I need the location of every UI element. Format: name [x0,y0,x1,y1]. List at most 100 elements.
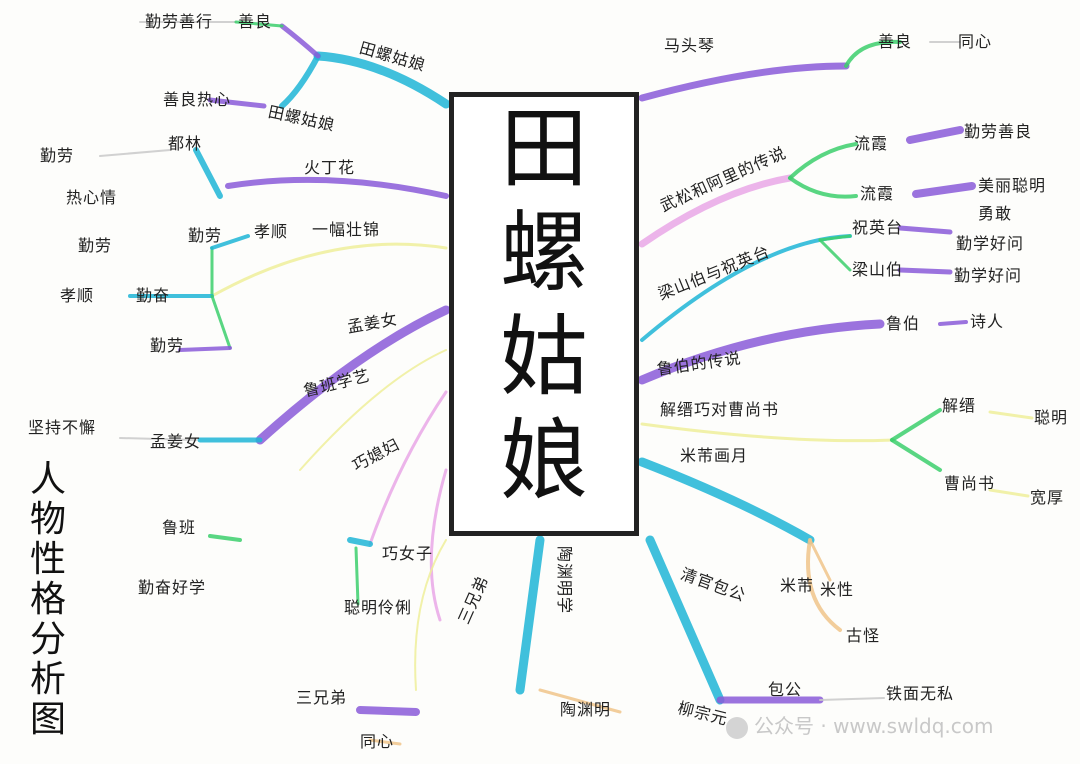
node-label: 米芾画月 [680,446,749,465]
node-label: 善良热心 [163,90,232,109]
branch-line [255,305,451,445]
node-label: 鲁班 [162,518,197,537]
node-label: 鲁伯 [886,314,921,333]
branch-line [234,20,284,28]
branch-line [818,234,852,242]
branch-line [414,539,447,691]
branch-line [99,149,171,157]
branch-line [988,488,1030,498]
branch-line [912,182,976,198]
branch-line [640,422,894,443]
branch-line [788,142,858,180]
center-title-char-4: 娘 [499,409,588,512]
branch-line [279,23,321,59]
node-label: 火丁花 [304,158,356,177]
branch-line [368,738,402,746]
node-label: 勤劳 [188,226,223,245]
branch-line [818,238,852,272]
node-label: 铁面无私 [886,684,955,703]
node-label: 善良 [878,32,913,51]
node-label: 诗人 [970,312,1005,331]
node-label: 善良 [238,12,273,31]
node-label: 流霞 [854,134,889,153]
node-label: 热心情 [66,188,118,207]
branch-line [208,534,242,542]
node-label: 祝英台 [852,218,904,237]
node-label: 孝顺 [254,222,289,241]
branch-line [347,537,373,547]
node-label: 曹尚书 [944,474,996,493]
node-label: 梁山伯 [852,260,904,279]
side-title-char: 人 [29,459,66,500]
branch-line [897,225,953,235]
side-title-char: 图 [29,699,66,740]
node-label: 马头琴 [664,36,716,55]
side-title-char: 析 [29,659,66,700]
side-title-char: 分 [29,619,66,660]
branch-line [638,174,794,248]
node-label: 陶渊明学 [555,546,574,615]
node-label: 勤奋 [136,286,171,305]
side-title-char: 性 [29,539,66,580]
branch-line [844,39,902,68]
node-label: 勇敢 [978,204,1013,223]
node-label: 解缙 [942,396,977,415]
node-label: 孟姜女 [150,432,202,451]
side-title-char: 格 [29,579,66,620]
branch-line [178,346,232,352]
branch-line [938,320,968,326]
node-label: 一幅壮锦 [312,220,381,239]
branch-line [354,546,360,606]
branch-line [207,97,267,109]
node-label: 同心 [360,732,395,751]
branch-line [638,62,850,102]
branch-line [429,468,448,622]
node-label: 巧女子 [382,544,434,563]
node-label: 解缙巧对曹尚书 [660,400,780,419]
branch-line [890,438,942,472]
branch-line [637,319,885,385]
node-label: 勤学好问 [954,266,1023,285]
branch-line [210,234,250,250]
node-label: 包公 [768,680,803,699]
branch-line [819,697,885,701]
watermark: 公众号 · www.swldq.com [726,710,993,739]
branch-line [193,147,223,199]
branch-line [808,538,832,582]
branch-line [637,457,815,545]
watermark-text: 公众号 · www.swldq.com [754,714,994,738]
node-label: 聪明伶俐 [344,598,413,617]
branch-line [279,53,321,109]
branch-line [788,176,858,199]
branch-line [906,126,964,144]
side-title-char: 物 [29,499,66,540]
branch-line [897,267,953,275]
node-label: 聪明 [1034,408,1069,427]
center-title-char-3: 姑 [499,305,588,408]
node-label: 宽厚 [1030,488,1065,507]
branch-line [299,349,447,471]
branch-line [225,176,449,199]
node-label: 勤劳 [78,236,113,255]
center-title-char-1: 田 [499,97,588,200]
node-label: 勤劳善良 [964,122,1033,141]
branch-line [988,410,1034,420]
branch-line [119,437,197,441]
node-label: 三兄弟 [296,688,348,707]
branch-line [368,390,448,546]
branch-line [806,538,842,632]
branch-line [890,408,942,442]
node-label: 都林 [168,134,203,153]
center-title-char-2: 螺 [499,201,588,304]
branch-line [538,688,622,714]
branch-line [313,51,451,109]
node-label: 米性 [820,580,855,599]
node-label: 同心 [958,32,993,51]
node-label: 勤劳 [40,146,75,165]
branch-line [356,706,420,716]
side-title: 人 物 性 格 分 析 图 [18,460,78,740]
wechat-icon [726,716,748,739]
node-label: 古怪 [846,626,881,645]
node-label: 孝顺 [60,286,95,305]
